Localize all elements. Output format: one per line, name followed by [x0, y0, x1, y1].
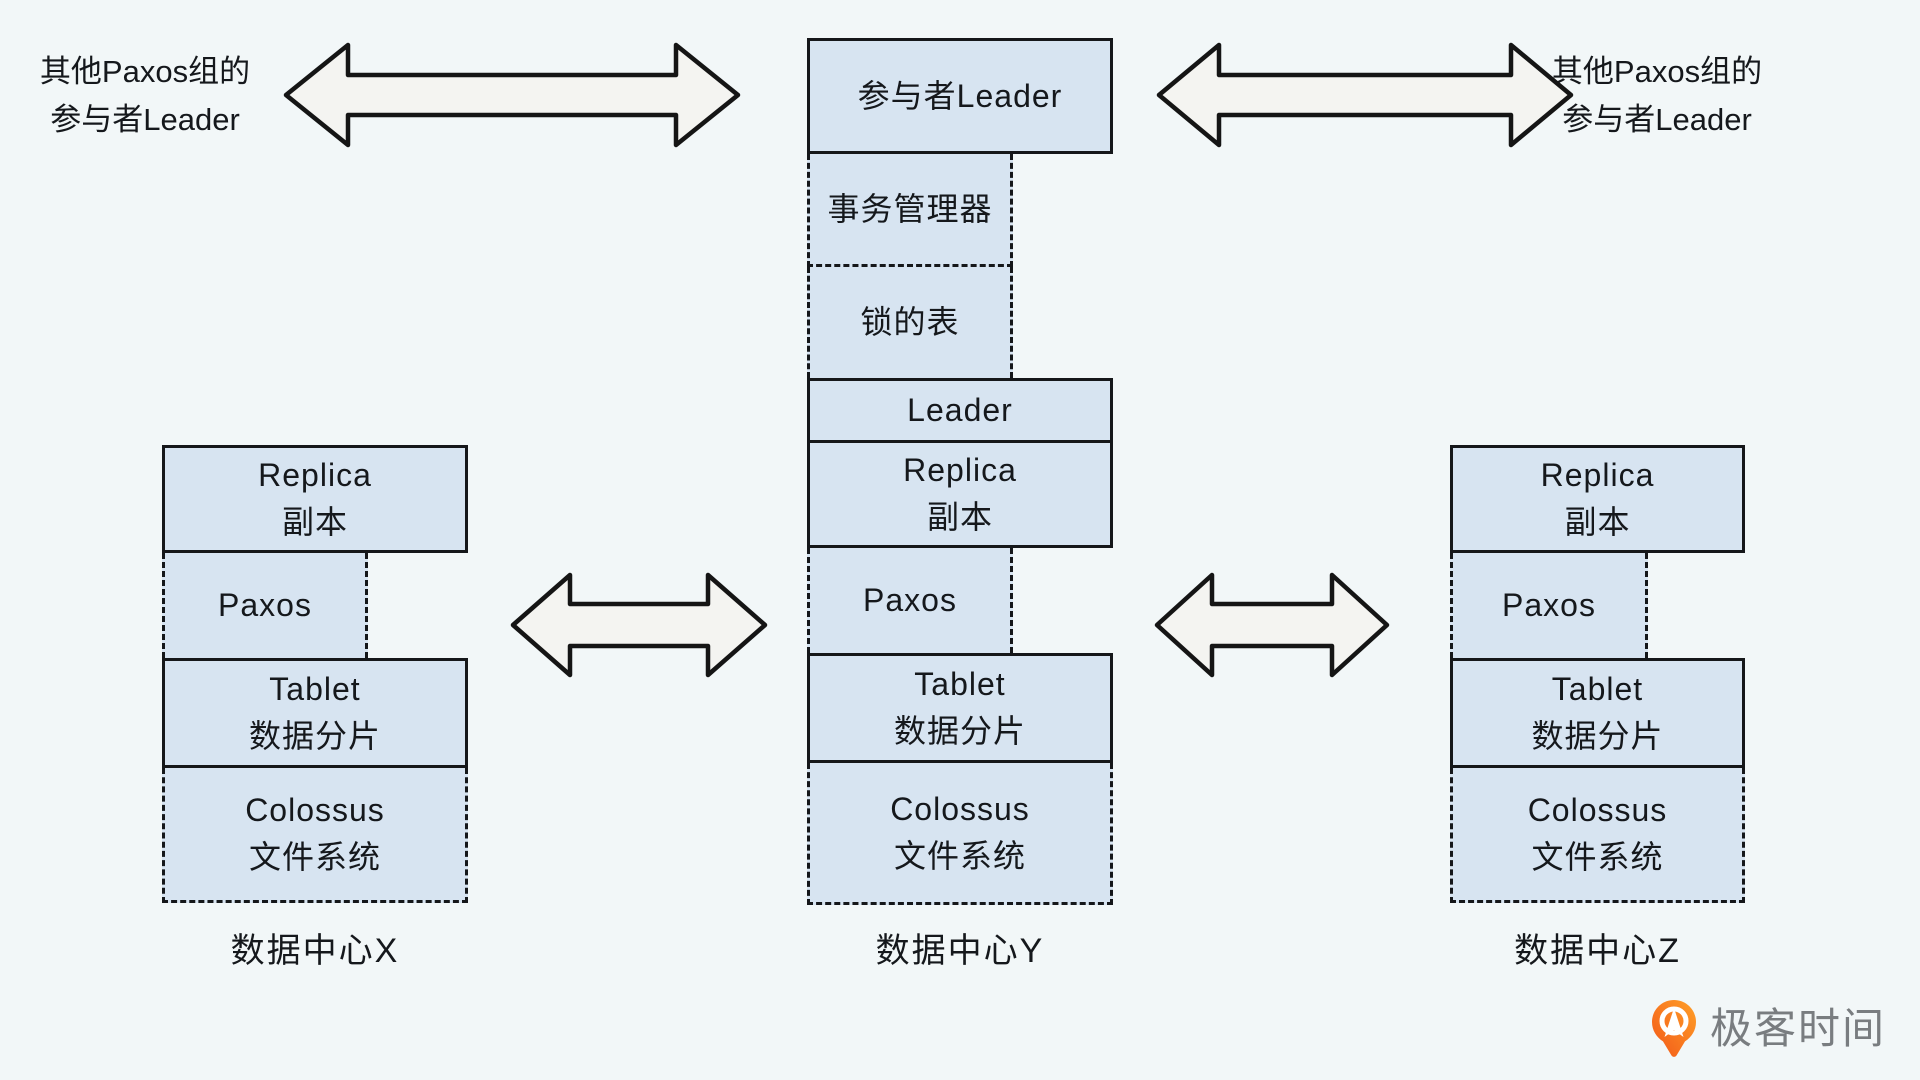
replica-zh-text: 副本	[926, 499, 993, 535]
tablet-box-y: Tablet 数据分片	[807, 653, 1113, 763]
transaction-manager-box: 事务管理器	[807, 154, 1013, 267]
other-paxos-group-label-right-line2: 参与者Leader	[1562, 102, 1752, 137]
paxos-box-z: Paxos	[1450, 553, 1648, 658]
tablet-en-text: Tablet	[914, 666, 1006, 702]
paxos-text: Paxos	[863, 582, 957, 618]
tablet-box-x: Tablet 数据分片	[162, 658, 468, 768]
colossus-zh-text: 文件系统	[248, 839, 381, 875]
datacenter-label-z: 数据中心Z	[1514, 932, 1681, 970]
paxos-box-y: Paxos	[807, 548, 1013, 653]
geektime-logo: 极客时间	[1650, 998, 1886, 1060]
tablet-en-text: Tablet	[269, 671, 361, 707]
participant-leader-box: 参与者Leader	[807, 38, 1113, 154]
geektime-pin-icon	[1652, 1000, 1696, 1057]
colossus-box-z: Colossus 文件系统	[1450, 768, 1745, 903]
datacenter-label-x: 数据中心X	[230, 932, 400, 970]
double-arrow-top-right-icon	[1156, 42, 1574, 148]
replica-box-x: Replica 副本	[162, 445, 468, 553]
colossus-en-text: Colossus	[245, 792, 385, 828]
leader-box: Leader	[807, 378, 1113, 443]
replica-en-text: Replica	[258, 457, 372, 493]
replica-en-text: Replica	[903, 452, 1017, 488]
colossus-zh-text: 文件系统	[1531, 839, 1664, 875]
replica-zh-text: 副本	[281, 504, 348, 540]
double-arrow-middle-left-icon	[510, 572, 768, 678]
other-paxos-group-label-left-line2: 参与者Leader	[50, 102, 240, 137]
double-arrow-top-left-icon	[283, 42, 741, 148]
colossus-en-text: Colossus	[890, 790, 1030, 827]
double-arrow-middle-right-icon	[1154, 572, 1390, 678]
other-paxos-group-label-right: 其他Paxos组的 参与者Leader	[1540, 48, 1774, 144]
paxos-text: Paxos	[1502, 587, 1596, 623]
tablet-box-z: Tablet 数据分片	[1450, 658, 1745, 768]
leader-text: Leader	[907, 392, 1013, 428]
replica-box-z: Replica 副本	[1450, 445, 1745, 553]
other-paxos-group-label-right-line1: 其他Paxos组的	[1551, 54, 1763, 89]
tablet-zh-text: 数据分片	[1531, 718, 1664, 754]
lock-table-box: 锁的表	[807, 267, 1013, 378]
datacenter-label-y: 数据中心Y	[875, 932, 1045, 970]
tablet-en-text: Tablet	[1551, 671, 1644, 707]
colossus-en-text: Colossus	[1527, 792, 1668, 828]
geektime-logo-text: 极客时间	[1710, 1005, 1887, 1052]
replica-zh-text: 副本	[1564, 504, 1631, 540]
lock-table-text: 锁的表	[860, 304, 960, 340]
tablet-zh-text: 数据分片	[248, 718, 381, 754]
colossus-zh-text: 文件系统	[893, 837, 1026, 874]
other-paxos-group-label-left: 其他Paxos组的 参与者Leader	[28, 48, 262, 144]
participant-leader-text: 参与者Leader	[857, 77, 1063, 114]
replica-box-y: Replica 副本	[807, 440, 1113, 548]
paxos-text: Paxos	[218, 587, 312, 623]
paxos-box-x: Paxos	[162, 553, 368, 658]
tablet-zh-text: 数据分片	[893, 713, 1026, 749]
other-paxos-group-label-left-line1: 其他Paxos组的	[39, 54, 251, 89]
colossus-box-y: Colossus 文件系统	[807, 763, 1113, 905]
colossus-box-x: Colossus 文件系统	[162, 768, 468, 903]
replica-en-text: Replica	[1540, 457, 1655, 493]
transaction-manager-text: 事务管理器	[827, 190, 993, 227]
